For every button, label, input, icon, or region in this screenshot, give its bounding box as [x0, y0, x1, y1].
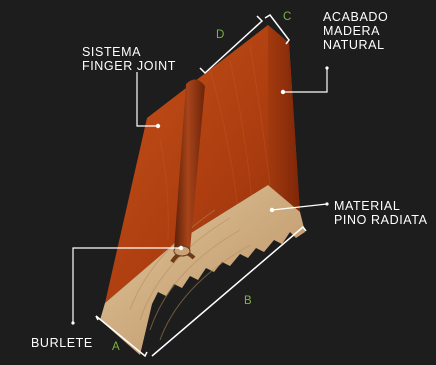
dimension-c: C — [283, 11, 291, 23]
label-sistema: SISTEMA FINGER JOINT — [82, 45, 176, 73]
dimension-d: D — [216, 29, 224, 41]
label-acabado: ACABADO MADERA NATURAL — [323, 10, 388, 52]
label-burlete: BURLETE — [31, 336, 93, 350]
dimension-a: A — [112, 341, 120, 353]
label-material: MATERIAL PINO RADIATA — [334, 199, 428, 227]
side-face — [268, 25, 300, 212]
dimension-b: B — [244, 295, 252, 307]
